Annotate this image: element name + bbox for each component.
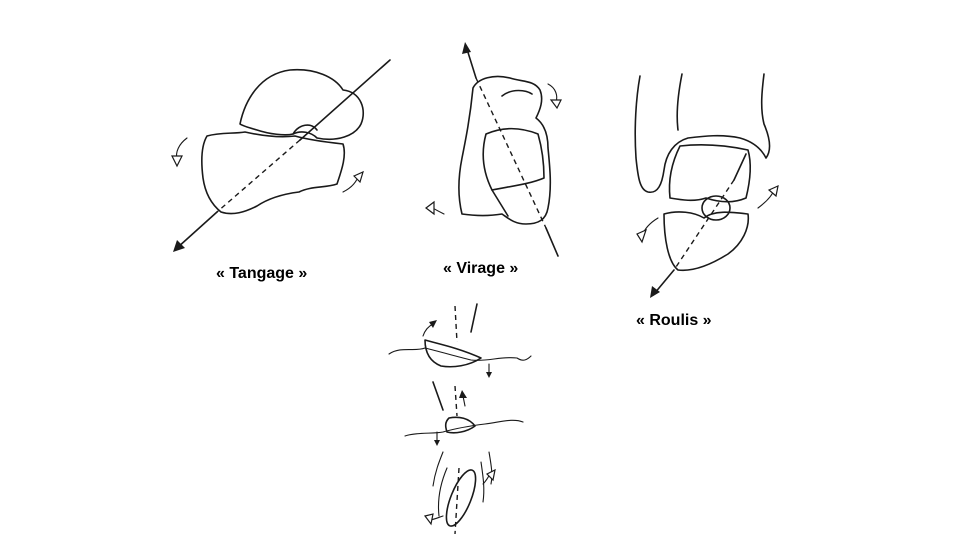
caption-virage: « Virage » xyxy=(443,260,519,277)
calcaneus-outline xyxy=(201,131,346,215)
subtalar-joint xyxy=(701,195,731,221)
tangage-axis-arrowhead xyxy=(173,240,185,252)
tibia-outline xyxy=(634,73,771,194)
talus-outline xyxy=(239,68,365,140)
caption-tangage: « Tangage » xyxy=(216,265,308,282)
virage-bone-outline xyxy=(458,75,552,225)
roulis-axis-arrowhead xyxy=(650,286,660,298)
roulis-talus-outline xyxy=(668,144,751,203)
caption-roulis: « Roulis » xyxy=(636,312,712,329)
fibula-outline xyxy=(676,73,683,131)
wave-top xyxy=(388,347,532,361)
boat-middle xyxy=(444,416,476,434)
boat-top-arrow-up xyxy=(422,323,434,337)
tangage-diagram xyxy=(165,52,400,262)
boat-analogy-diagram xyxy=(385,302,555,538)
virage-axis-arrowhead xyxy=(462,42,471,54)
boat-top xyxy=(424,339,482,368)
roulis-diagram xyxy=(622,58,792,303)
roulis-axis xyxy=(733,153,747,181)
virage-talus-outline xyxy=(482,127,545,191)
virage-diagram xyxy=(418,38,583,268)
virage-rotation-arrow-top xyxy=(547,83,558,103)
wave-middle xyxy=(404,419,524,437)
boat-bottom xyxy=(445,469,477,527)
mast-middle xyxy=(432,381,444,411)
roulis-calcaneus-outline xyxy=(663,211,750,272)
tangage-axis xyxy=(299,59,391,141)
